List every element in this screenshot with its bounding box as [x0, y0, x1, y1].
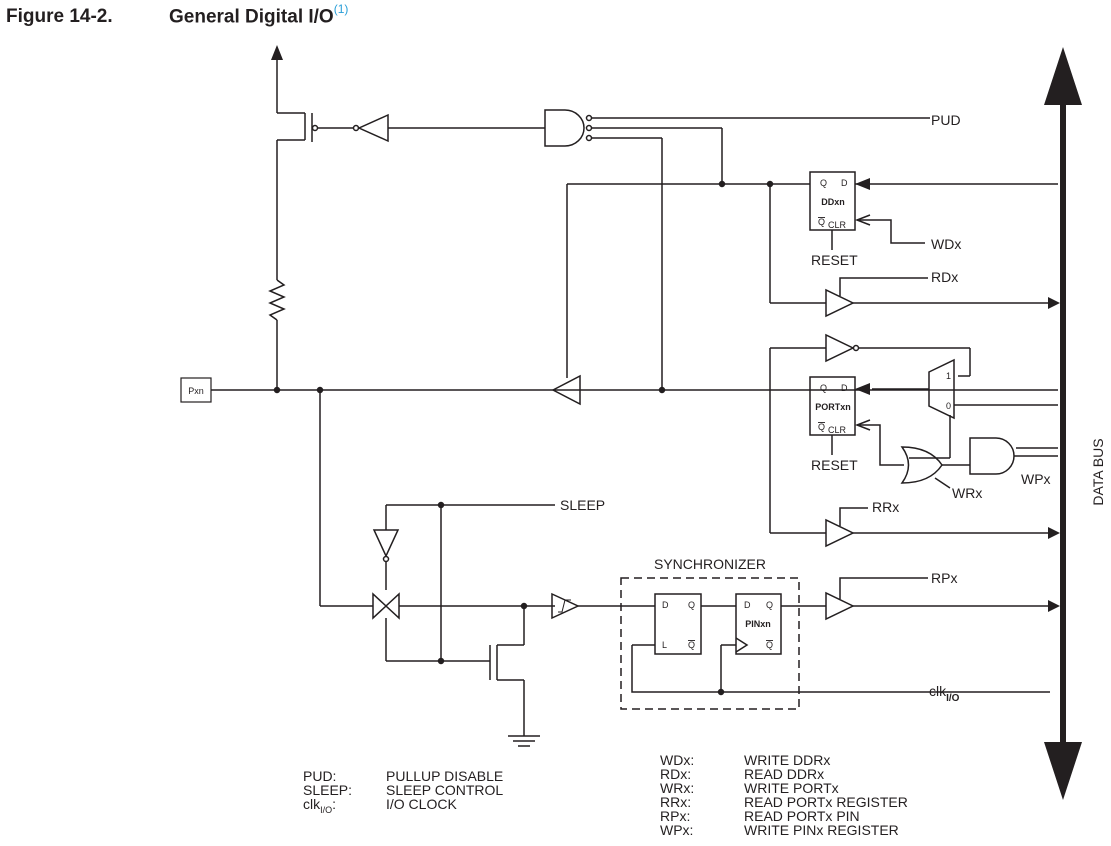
sleep-control	[372, 501, 555, 665]
figure-number: Figure 14-2.	[6, 6, 113, 28]
rrx-label: RRx	[872, 499, 899, 515]
ddxn-reset: RESET	[811, 252, 858, 268]
portxn-q: Q	[820, 383, 827, 393]
rdx-label: RDx	[931, 269, 958, 285]
legend-right-abbr-1: RDx:	[660, 766, 691, 782]
ddxn-q: Q	[820, 178, 827, 188]
legend-right-desc-1: READ DDRx	[744, 766, 824, 782]
ddxn-clr: CLR	[828, 220, 847, 230]
rrx-buffer	[770, 507, 1060, 548]
mux-in1: 1	[946, 371, 951, 381]
legend-left-desc-1: SLEEP CONTROL	[386, 782, 503, 798]
legend-right-desc-5: WRITE PINx REGISTER	[744, 822, 899, 838]
sleep-label: SLEEP	[560, 497, 605, 513]
legend-left-desc-0: PULLUP DISABLE	[386, 768, 503, 784]
latch-l: L	[662, 640, 667, 650]
sync-latch	[631, 593, 1050, 696]
data-bus	[1044, 47, 1082, 800]
synchronizer-box	[620, 577, 800, 710]
pud-nand-gate	[544, 109, 930, 390]
legend-right-abbr-3: RRx:	[660, 794, 691, 810]
portxn-feedback	[769, 333, 971, 533]
ddxn-flipflop	[809, 171, 1058, 250]
legend-right-desc-2: WRITE PORTx	[744, 780, 839, 796]
legend-right-abbr-0: WDx:	[660, 752, 694, 768]
wpx-label: WPx	[1021, 471, 1051, 487]
legend-right-abbr-5: WPx:	[660, 822, 693, 838]
legend-left-abbr-1: SLEEP:	[303, 782, 352, 798]
rpx-label: RPx	[931, 570, 957, 586]
pinxn-d: D	[744, 600, 751, 610]
pinxn-name: PINxn	[745, 619, 771, 629]
portxn-flipflop	[809, 376, 904, 466]
legend-left-abbr-0: PUD:	[303, 768, 336, 784]
legend-left: PUD: PULLUP DISABLE SLEEP: SLEEP CONTROL…	[303, 768, 503, 815]
portxn-reset: RESET	[811, 457, 858, 473]
portxn-qbar: Q	[818, 422, 825, 432]
figure-title-text: General Digital I/O	[169, 6, 334, 28]
legend-right-desc-4: READ PORTx PIN	[744, 808, 860, 824]
clk-label: clkI/O	[929, 683, 960, 704]
output-driver	[551, 180, 810, 406]
latch-qbar: Q	[688, 640, 695, 650]
wrx-or-gate	[900, 446, 951, 489]
pulldown-nmos	[489, 606, 540, 747]
pinxn-flipflop	[735, 577, 1060, 655]
footnote-link[interactable]: (1)	[333, 2, 349, 16]
legend-right-abbr-2: WRx:	[660, 780, 694, 796]
ddxn-qbar: Q	[818, 217, 825, 227]
pinxn-qbar: Q	[766, 640, 773, 650]
legend-right-desc-0: WRITE DDRx	[744, 752, 830, 768]
pinxn-q: Q	[766, 600, 773, 610]
portxn-name: PORTxn	[815, 402, 851, 412]
figure-title: Figure 14-2. General Digital I/O(1)	[6, 2, 349, 28]
legend-right-desc-3: READ PORTx REGISTER	[744, 794, 908, 810]
rdx-buffer	[769, 184, 1060, 318]
portxn-d: D	[841, 383, 848, 393]
pxn-label: Pxn	[188, 386, 204, 396]
latch-q: Q	[688, 600, 695, 610]
pullup-network	[268, 45, 545, 390]
latch-d: D	[662, 600, 669, 610]
pud-label: PUD	[931, 112, 961, 128]
legend-right-abbr-4: RPx:	[660, 808, 690, 824]
synchronizer-label: SYNCHRONIZER	[654, 556, 766, 572]
portxn-clr: CLR	[828, 425, 847, 435]
ddxn-d: D	[841, 178, 848, 188]
transmission-gate	[319, 390, 555, 662]
legend-right: WDx: WRITE DDRx RDx: READ DDRx WRx: WRIT…	[660, 752, 908, 838]
legend-left-desc-2: I/O CLOCK	[386, 796, 457, 812]
ddxn-name: DDxn	[821, 197, 845, 207]
wrx-label: WRx	[952, 485, 982, 501]
mux	[872, 358, 1058, 458]
schmitt-buffer	[551, 592, 655, 620]
legend-left-abbr-2: clkI/O:	[303, 796, 336, 815]
data-bus-label: DATA BUS	[1090, 438, 1106, 505]
wdx-label: WDx	[931, 236, 961, 252]
mux-in0: 0	[946, 401, 951, 411]
wpx-and-gate	[942, 437, 1058, 475]
